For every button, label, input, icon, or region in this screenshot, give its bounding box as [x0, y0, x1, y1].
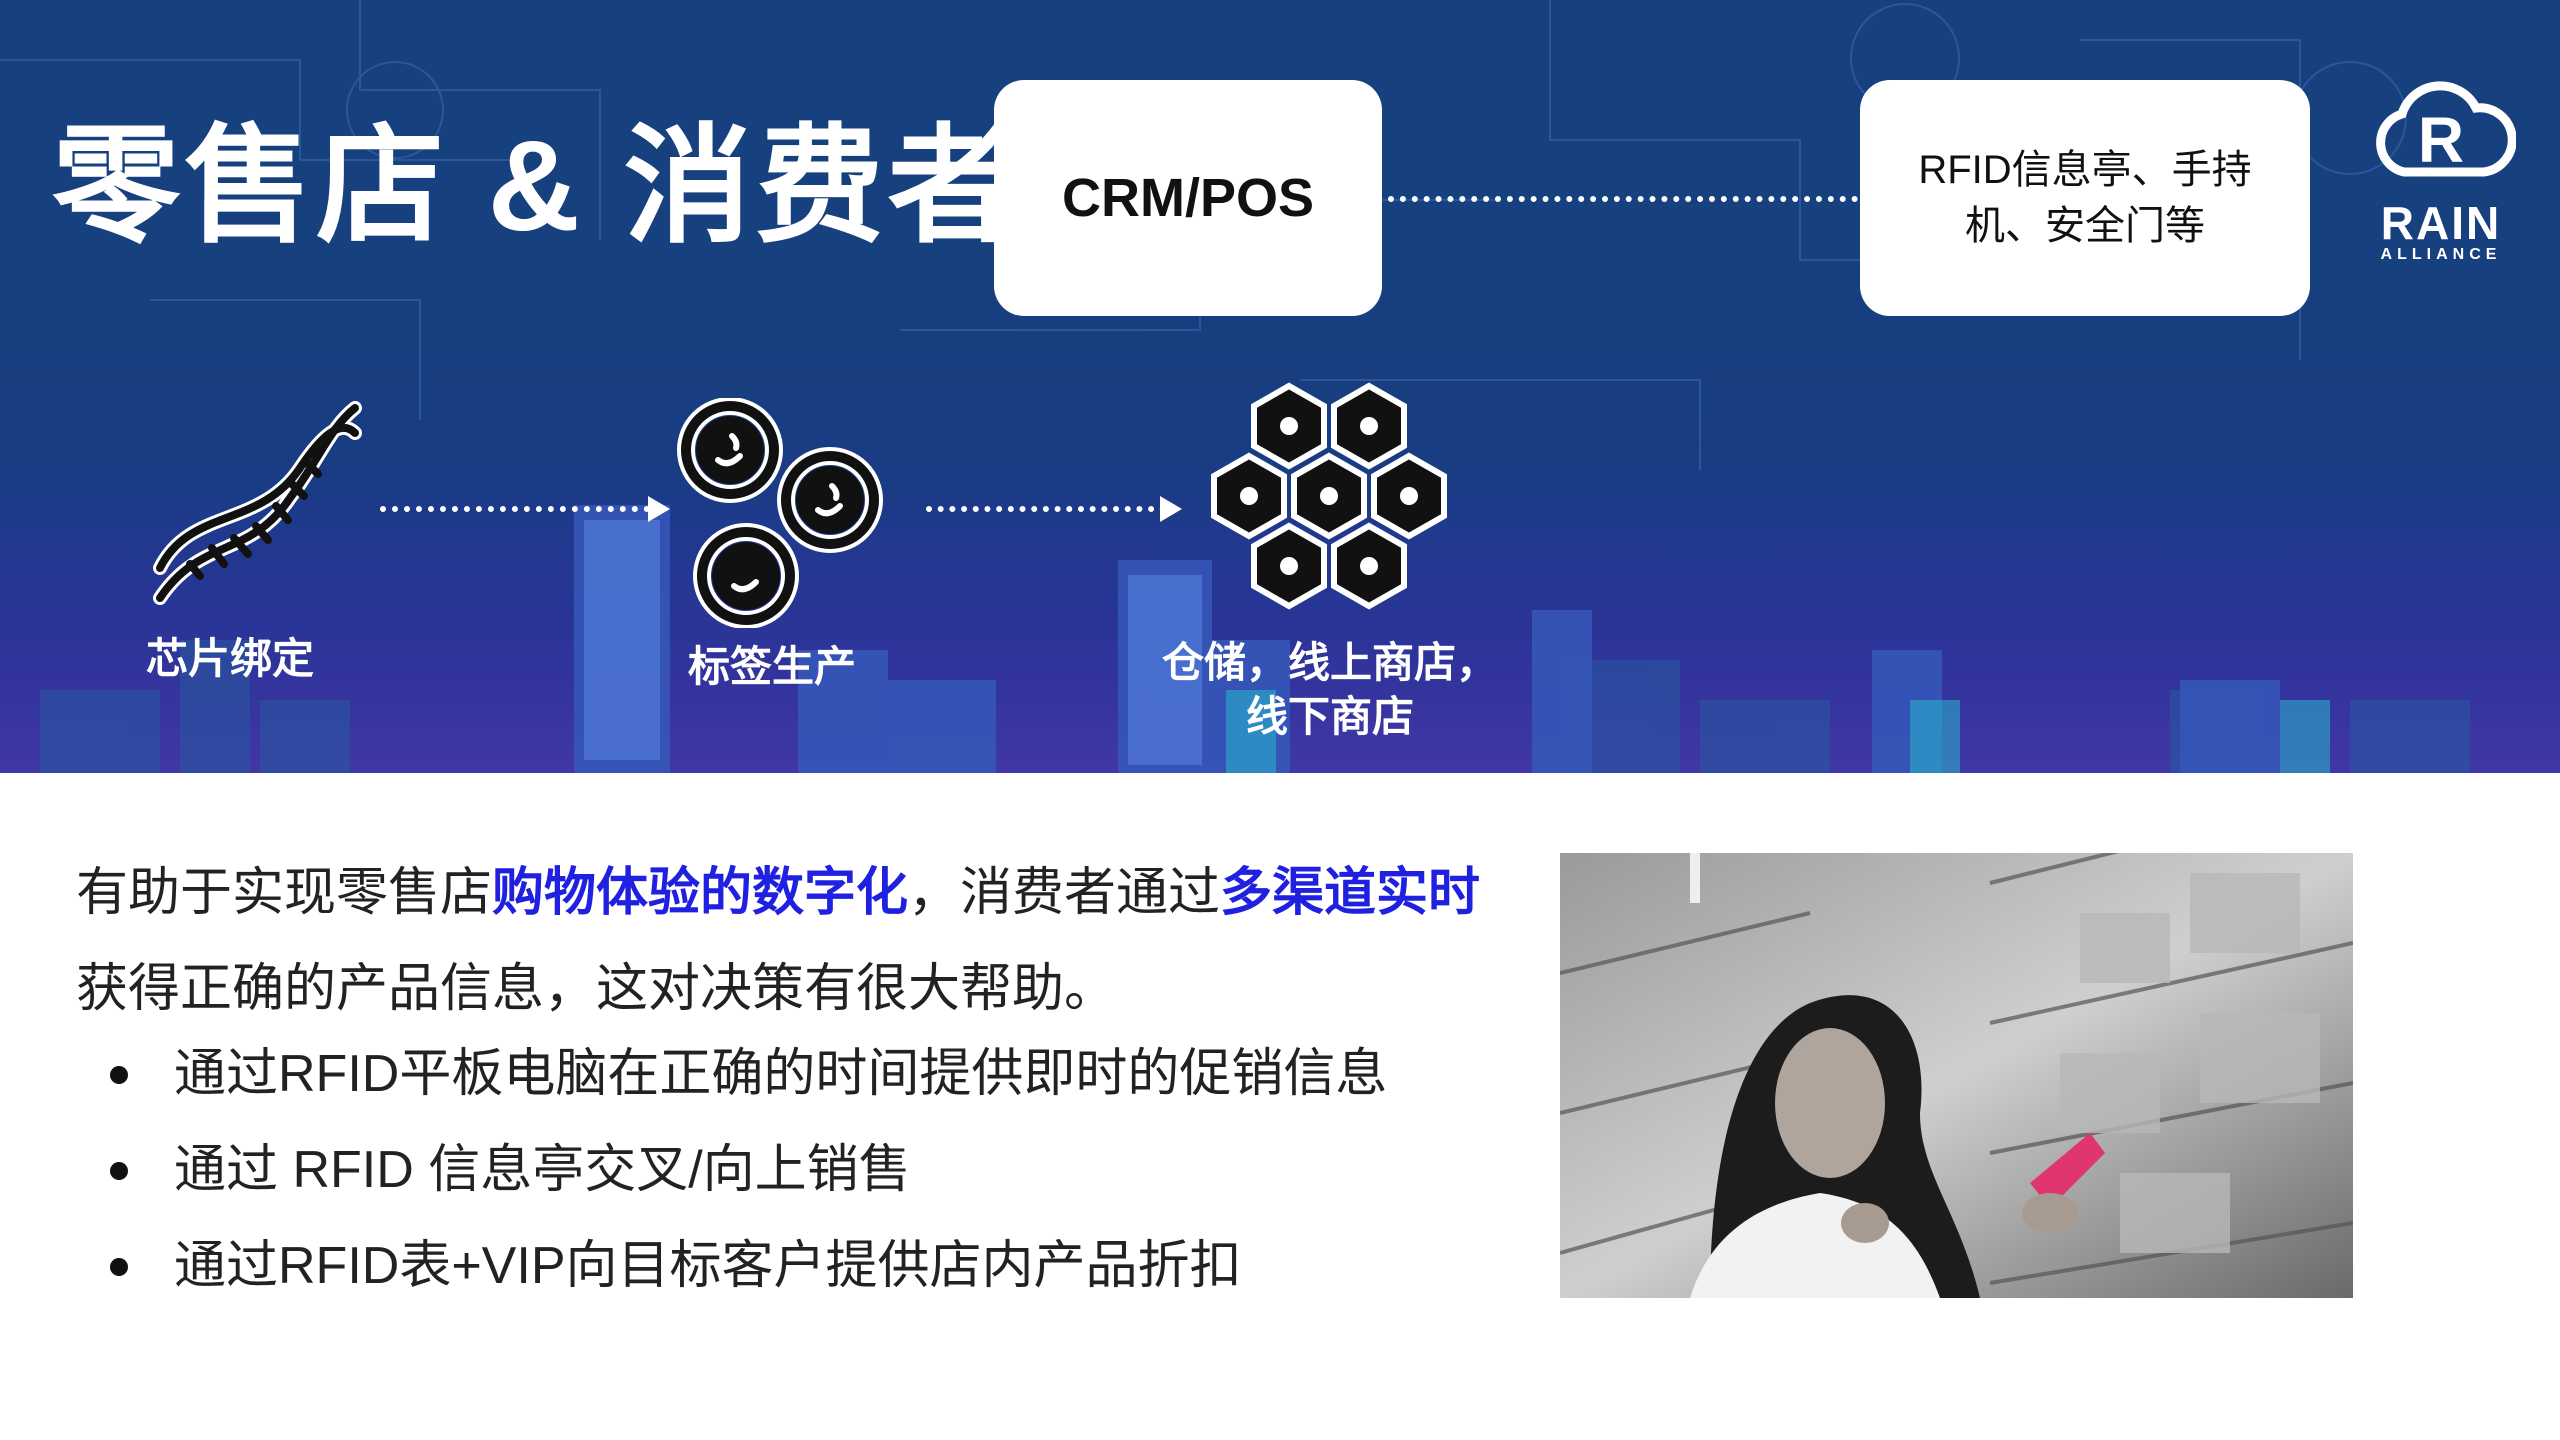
bullet-icon	[110, 1066, 128, 1084]
logo-main-text: RAIN	[2380, 197, 2502, 249]
page-title: 零售店 & 消费者	[52, 115, 1020, 258]
city-skyline-background	[0, 0, 2470, 773]
logo-sub-text: ALLIANCE	[2380, 246, 2502, 263]
connector-dotted-line	[1388, 196, 1858, 202]
intro-text-3: 获得正确的产品信息，这对决策有很大帮助。	[76, 960, 1117, 1018]
flow-arrow-2	[926, 506, 1166, 512]
list-item-text: 通过RFID表+VIP向目标客户提供店内产品折扣	[174, 1237, 1242, 1295]
step-label-chip-binding: 芯片绑定	[145, 635, 314, 682]
photo-illustration	[1560, 853, 2353, 1298]
list-item: 通过RFID表+VIP向目标客户提供店内产品折扣	[100, 1218, 1387, 1314]
list-item: 通过 RFID 信息亭交叉/向上销售	[100, 1122, 1387, 1218]
rain-alliance-logo: R RAIN ALLIANCE	[2366, 72, 2517, 272]
arrowhead-icon	[648, 496, 670, 522]
flow-arrow-1	[380, 506, 650, 512]
step-label-warehouse-stores: 仓储，线上商店， 线下商店	[1130, 636, 1530, 744]
list-item: 通过RFID平板电脑在正确的时间提供即时的促销信息	[100, 1026, 1387, 1122]
dna-icon	[153, 401, 362, 605]
crm-pos-box: CRM/POS	[994, 80, 1382, 316]
header-banner: 零售店 & 消费者 CRM/POS RFID信息亭、手持机、安全门等 R RAI…	[0, 0, 2560, 773]
cloud-r-logo-icon: R	[2376, 81, 2517, 177]
rfid-devices-box: RFID信息亭、手持机、安全门等	[1860, 80, 2310, 316]
step-label-tag-production: 标签生产	[687, 643, 856, 690]
woman-scanning-warehouse-photo	[1560, 853, 2353, 1298]
intro-highlight-omnichannel: 多渠道实时	[1220, 864, 1481, 922]
step-label-line-1: 仓储，线上商店，	[1161, 639, 1498, 686]
hexagon-grid-icon	[1194, 376, 1464, 626]
feature-list: 通过RFID平板电脑在正确的时间提供即时的促销信息 通过 RFID 信息亭交叉/…	[100, 1026, 1387, 1314]
intro-text-2: ，消费者通过	[908, 864, 1221, 922]
intro-highlight-digital: 购物体验的数字化	[492, 864, 909, 922]
svg-text:R: R	[2418, 104, 2464, 176]
bullet-icon	[110, 1162, 128, 1180]
bullet-icon	[110, 1258, 128, 1276]
list-item-text: 通过 RFID 信息亭交叉/向上销售	[174, 1141, 911, 1199]
arrowhead-icon	[1160, 496, 1182, 522]
step-label-line-2: 线下商店	[1245, 693, 1414, 740]
list-item-text: 通过RFID平板电脑在正确的时间提供即时的促销信息	[174, 1045, 1388, 1103]
tag-rolls-icon	[677, 398, 883, 628]
intro-text-1: 有助于实现零售店	[76, 864, 493, 922]
intro-paragraph: 有助于实现零售店购物体验的数字化，消费者通过多渠道实时获得正确的产品信息，这对决…	[76, 845, 1496, 1037]
